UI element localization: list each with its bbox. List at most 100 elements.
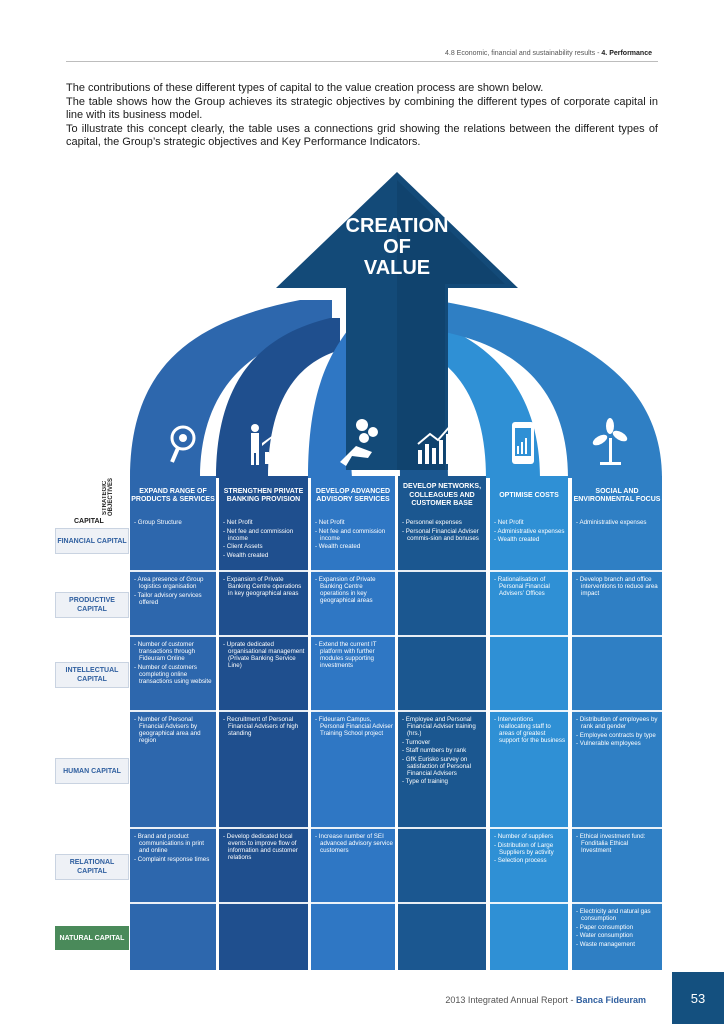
kpi-item: Brand and product communications in prin…: [134, 833, 214, 854]
kpi-list: Net ProfitNet fee and commission incomeW…: [315, 519, 393, 550]
kpi-cell: [311, 906, 395, 908]
kpi-list: Develop dedicated local events to improv…: [223, 833, 306, 861]
intro-paragraph-1: The contributions of these different typ…: [66, 82, 544, 94]
kpi-list: Area presence of Group logistics organis…: [134, 576, 214, 606]
kpi-item: Staff numbers by rank: [402, 747, 484, 754]
kpi-item: Administrative expenses: [576, 519, 660, 526]
growth-chart-icon: [251, 424, 290, 465]
row-separator: [219, 710, 308, 712]
kpi-item: Waste management: [576, 941, 660, 948]
row-separator: [130, 710, 216, 712]
kpi-item: GfK Eurisko survey on satisfaction of Pe…: [402, 756, 484, 777]
row-separator: [311, 710, 395, 712]
kpi-item: Turnover: [402, 739, 484, 746]
kpi-list: Number of customer transactions through …: [134, 641, 214, 685]
kpi-cell: Area presence of Group logistics organis…: [130, 574, 216, 607]
kpi-item: Expansion of Private Banking Centre oper…: [223, 576, 306, 597]
row-separator: [572, 827, 662, 829]
kpi-cell: Number of Personal Financial Advisers by…: [130, 714, 216, 746]
stream-col-2: [216, 318, 340, 478]
row-separator: [490, 710, 568, 712]
kpi-item: Area presence of Group logistics organis…: [134, 576, 214, 590]
capital-label-1: FINANCIAL CAPITAL: [55, 528, 129, 554]
row-separator: [490, 570, 568, 572]
kpi-cell: Expansion of Private Banking Centre oper…: [311, 574, 395, 606]
kpi-item: Complaint response times: [134, 856, 214, 863]
intro-paragraph-2: The table shows how the Group achieves i…: [66, 95, 658, 122]
row-separator: [219, 570, 308, 572]
row-separator: [130, 827, 216, 829]
arrow-text-of: OF: [383, 236, 411, 258]
capital-label-5: RELATIONAL CAPITAL: [55, 854, 129, 880]
magnifier-icon: [170, 425, 196, 463]
running-header: 4.8 Economic, financial and sustainabili…: [445, 50, 652, 57]
kpi-item: Rationalisation of Personal Financial Ad…: [494, 576, 566, 597]
objective-header-3: DEVELOP ADVANCED ADVISORY SERVICES: [315, 487, 391, 504]
objective-header-6: SOCIAL AND ENVIRONMENTAL FOCUS: [573, 487, 661, 504]
row-separator: [398, 635, 486, 637]
kpi-cell: [490, 639, 568, 641]
kpi-list: Employee and Personal Financial Adviser …: [402, 716, 484, 785]
objective-header-2: STRENGTHEN PRIVATE BANKING PROVISION: [223, 487, 304, 504]
row-separator: [572, 902, 662, 904]
bar-chart-icon: [417, 420, 456, 464]
kpi-cell: Interventions reallocating staff to area…: [490, 714, 568, 746]
kpi-list: Brand and product communications in prin…: [134, 833, 214, 863]
kpi-item: Client Assets: [223, 543, 306, 550]
kpi-item: Vulnerable employees: [576, 740, 660, 747]
objective-header-5: OPTIMISE COSTS: [499, 491, 559, 499]
kpi-list: Develop branch and office interventions …: [576, 576, 660, 597]
kpi-list: Interventions reallocating staff to area…: [494, 716, 566, 744]
kpi-cell: [490, 906, 568, 908]
kpi-item: Fideuram Campus, Personal Financial Advi…: [315, 716, 393, 737]
capital-label-6: NATURAL CAPITAL: [55, 926, 129, 950]
header-divider: [66, 61, 658, 62]
kpi-cell: Expansion of Private Banking Centre oper…: [219, 574, 308, 599]
strategic-objectives-label: STRATEGIC OBJECTIVES: [102, 477, 114, 516]
footer-company: Banca Fideuram: [575, 995, 646, 1005]
kpi-list: Uprate dedicated organisational manageme…: [223, 641, 306, 669]
kpi-list: Personnel expensesPersonal Financial Adv…: [402, 519, 484, 542]
kpi-cell: Employee and Personal Financial Adviser …: [398, 714, 486, 787]
kpi-item: Number of customers completing online tr…: [134, 664, 214, 685]
kpi-cell: Develop dedicated local events to improv…: [219, 831, 308, 863]
capital-label-4: HUMAN CAPITAL: [55, 758, 129, 784]
kpi-cell: Fideuram Campus, Personal Financial Advi…: [311, 714, 395, 739]
kpi-cell: Ethical investment fund: Fonditalia Ethi…: [572, 831, 662, 856]
objective-header-4: DEVELOP NETWORKS, COLLEAGUES AND CUSTOME…: [402, 483, 482, 508]
coins-hand-icon: [340, 419, 378, 466]
footer-report: 2013 Integrated Annual Report -: [445, 995, 576, 1005]
kpi-item: Tailor advisory services offered: [134, 592, 214, 606]
row-separator: [130, 635, 216, 637]
kpi-item: Distribution of employees by rank and ge…: [576, 716, 660, 730]
kpi-item: Personnel expenses: [402, 519, 484, 526]
kpi-item: Interventions reallocating staff to area…: [494, 716, 566, 744]
row-separator: [398, 902, 486, 904]
row-separator: [398, 570, 486, 572]
kpi-item: Recruitment of Personal Financial Advise…: [223, 716, 306, 737]
arrow-text-value: VALUE: [364, 257, 430, 279]
kpi-cell: [130, 906, 216, 908]
kpi-cell: Electricity and natural gas consumptionP…: [572, 906, 662, 949]
kpi-list: Net ProfitNet fee and commission incomeC…: [223, 519, 306, 559]
kpi-item: Net fee and commission income: [223, 528, 306, 542]
kpi-item: Number of Personal Financial Advisers by…: [134, 716, 214, 744]
kpi-item: Selection process: [494, 857, 566, 864]
kpi-cell: Develop branch and office interventions …: [572, 574, 662, 599]
kpi-list: Extend the current IT platform with furt…: [315, 641, 393, 669]
kpi-item: Water consumption: [576, 932, 660, 939]
row-separator: [572, 570, 662, 572]
row-separator: [130, 570, 216, 572]
kpi-item: Employee and Personal Financial Adviser …: [402, 716, 484, 737]
row-separator: [219, 827, 308, 829]
kpi-cell: [572, 639, 662, 641]
kpi-list: Increase number of SEI advanced advisory…: [315, 833, 393, 854]
row-separator: [490, 635, 568, 637]
kpi-item: Employee contracts by type: [576, 732, 660, 739]
kpi-list: Rationalisation of Personal Financial Ad…: [494, 576, 566, 597]
kpi-list: Fideuram Campus, Personal Financial Advi…: [315, 716, 393, 737]
kpi-item: Net fee and commission income: [315, 528, 393, 542]
kpi-list: Group Structure: [134, 519, 214, 526]
kpi-cell: Net ProfitAdministrative expensesWealth …: [490, 517, 568, 545]
row-separator: [130, 902, 216, 904]
